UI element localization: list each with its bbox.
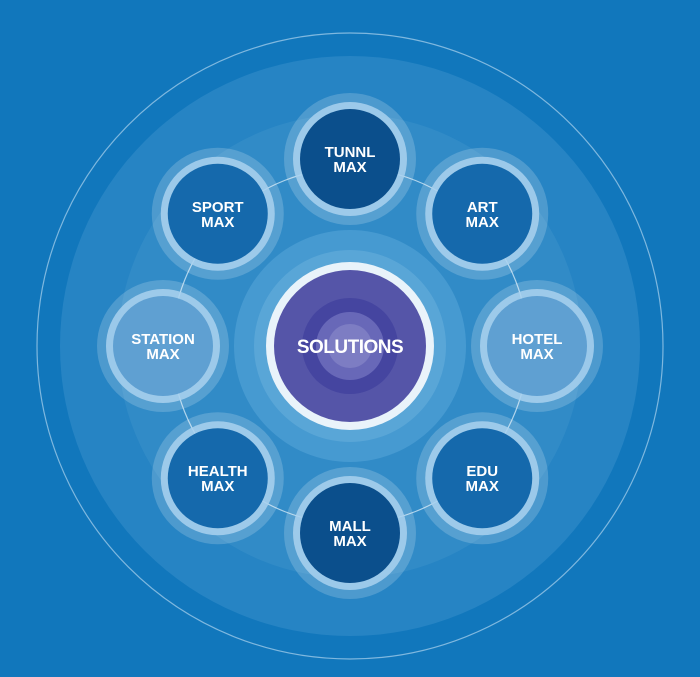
node-label-line2: MAX [201,478,234,495]
node-label-line1: STATION [131,331,195,348]
node-label-line2: MAX [146,346,179,363]
node-disc [167,163,268,264]
center-hub[interactable]: SOLUTIONS [266,262,434,430]
node-label-line2: MAX [466,214,499,231]
node-label-line1: HOTEL [512,331,563,348]
center-label: SOLUTIONS [297,337,403,358]
node-label-line1: EDU [466,463,498,480]
node-label-line1: ART [467,199,498,216]
node-disc [113,296,213,396]
node-disc [300,109,400,209]
node-label-line1: TUNNL [325,144,376,161]
node-label-line2: MAX [201,214,234,231]
node-label-line1: HEALTH [188,463,248,480]
node-disc [432,428,533,529]
node-label-line2: MAX [520,346,553,363]
node-disc [432,163,533,264]
node-label-line2: MAX [333,533,366,550]
node-disc [487,296,587,396]
node-disc [167,428,268,529]
node-label-line1: SPORT [192,199,244,216]
center-ring-3 [328,324,372,368]
nodes-layer: TUNNLMAXARTMAXHOTELMAXEDUMAXMALLMAXHEALT… [97,93,603,599]
node-label-line2: MAX [333,159,366,176]
node-label-line2: MAX [466,478,499,495]
node-disc [300,483,400,583]
node-label-line1: MALL [329,518,371,535]
outer-thin-ring [36,32,664,660]
